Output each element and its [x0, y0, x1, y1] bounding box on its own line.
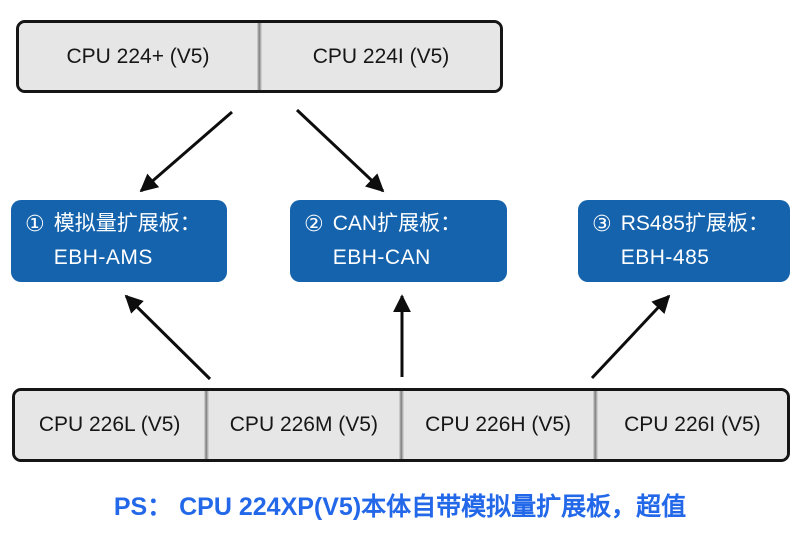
cpu-cell-224plus: CPU 224+ (V5) [19, 23, 257, 90]
expansion-board-485: ③ RS485扩展板： EBH-485 [578, 200, 790, 282]
cpu-cell-226h: CPU 226H (V5) [403, 391, 593, 459]
arrow-bottom-to-485 [590, 294, 671, 380]
circled-number-1: ① [25, 211, 45, 236]
cell-divider [592, 391, 598, 459]
cell-divider [257, 23, 262, 90]
board-text: 模拟量扩展板： EBH-AMS [54, 207, 201, 275]
arrow-top-to-can [295, 108, 385, 193]
note-text: PS： CPU 224XP(V5)本体自带模拟量扩展板，超值 [113, 493, 687, 521]
cpu-cell-226m: CPU 226M (V5) [209, 391, 399, 459]
cpu-cell-226l: CPU 226L (V5) [15, 391, 205, 459]
board-title: CAN扩展板： [332, 212, 462, 235]
cpu-cell-226i: CPU 226I (V5) [597, 391, 787, 459]
bottom-cpu-group: CPU 226L (V5) CPU 226M (V5) CPU 226H (V5… [12, 388, 790, 462]
board-model: EBH-AMS [53, 246, 153, 269]
board-text: RS485扩展板： EBH-485 [621, 207, 769, 275]
board-model: EBH-485 [620, 246, 710, 269]
cell-divider [398, 391, 404, 459]
cell-divider [204, 391, 210, 459]
expansion-board-can: ② CAN扩展板： EBH-CAN [290, 200, 507, 282]
expansion-board-ams: ① 模拟量扩展板： EBH-AMS [11, 200, 227, 282]
board-title: RS485扩展板： [620, 212, 769, 235]
arrow-bottom-to-ams [124, 294, 212, 381]
cpu-cell-224i: CPU 224I (V5) [262, 23, 500, 90]
top-cpu-group: CPU 224+ (V5) CPU 224I (V5) [16, 20, 503, 93]
board-title: 模拟量扩展板： [53, 212, 201, 235]
arrow-top-to-ams [139, 110, 233, 193]
circled-number-2: ② [304, 211, 324, 236]
board-text: CAN扩展板： EBH-CAN [333, 207, 461, 275]
circled-number-3: ③ [592, 211, 612, 236]
board-model: EBH-CAN [332, 246, 431, 269]
